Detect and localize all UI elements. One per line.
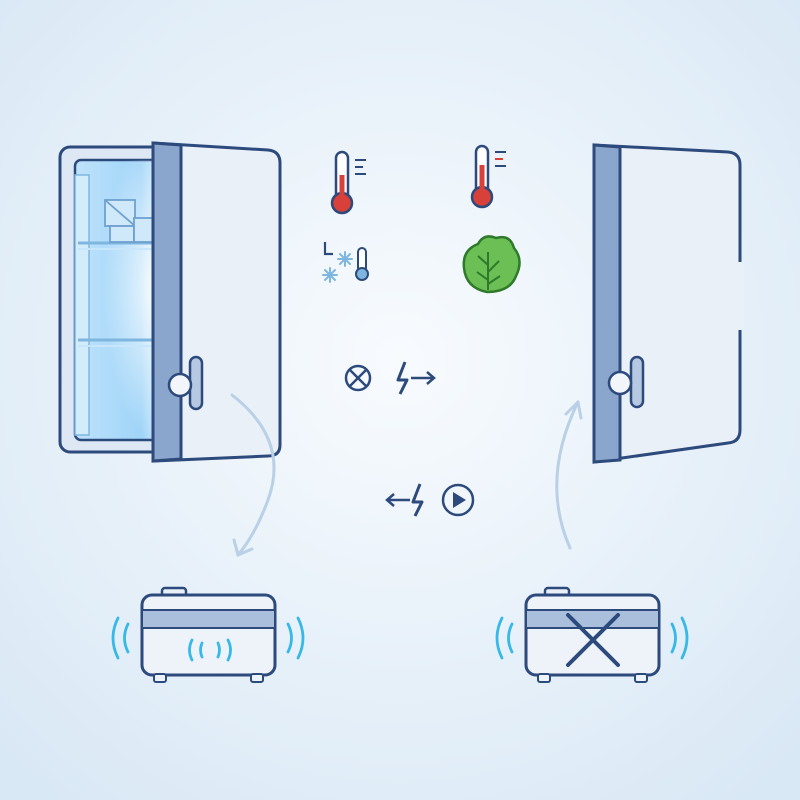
- play-icon: [441, 483, 475, 517]
- snowflake-thermometer-icon: [322, 242, 369, 283]
- closed-fridge-handle: [607, 355, 645, 409]
- compressor-running-icon: [111, 586, 305, 683]
- thermometer-cold-icon: [330, 150, 366, 215]
- compressor-stopped-icon: [495, 586, 689, 683]
- lightning-out-icon: [396, 361, 436, 395]
- food-boxes-icon: [104, 199, 157, 243]
- circle-x-icon: [344, 364, 372, 392]
- thermometer-warm-icon: [470, 144, 506, 209]
- lightning-in-icon: [385, 483, 424, 517]
- arrow-to-compressor-on: [230, 393, 276, 557]
- open-fridge: [58, 141, 282, 463]
- lettuce-icon: [462, 235, 521, 294]
- open-fridge-handle: [167, 355, 204, 411]
- closed-fridge: [592, 143, 744, 464]
- arrow-to-closed-fridge: [555, 400, 583, 550]
